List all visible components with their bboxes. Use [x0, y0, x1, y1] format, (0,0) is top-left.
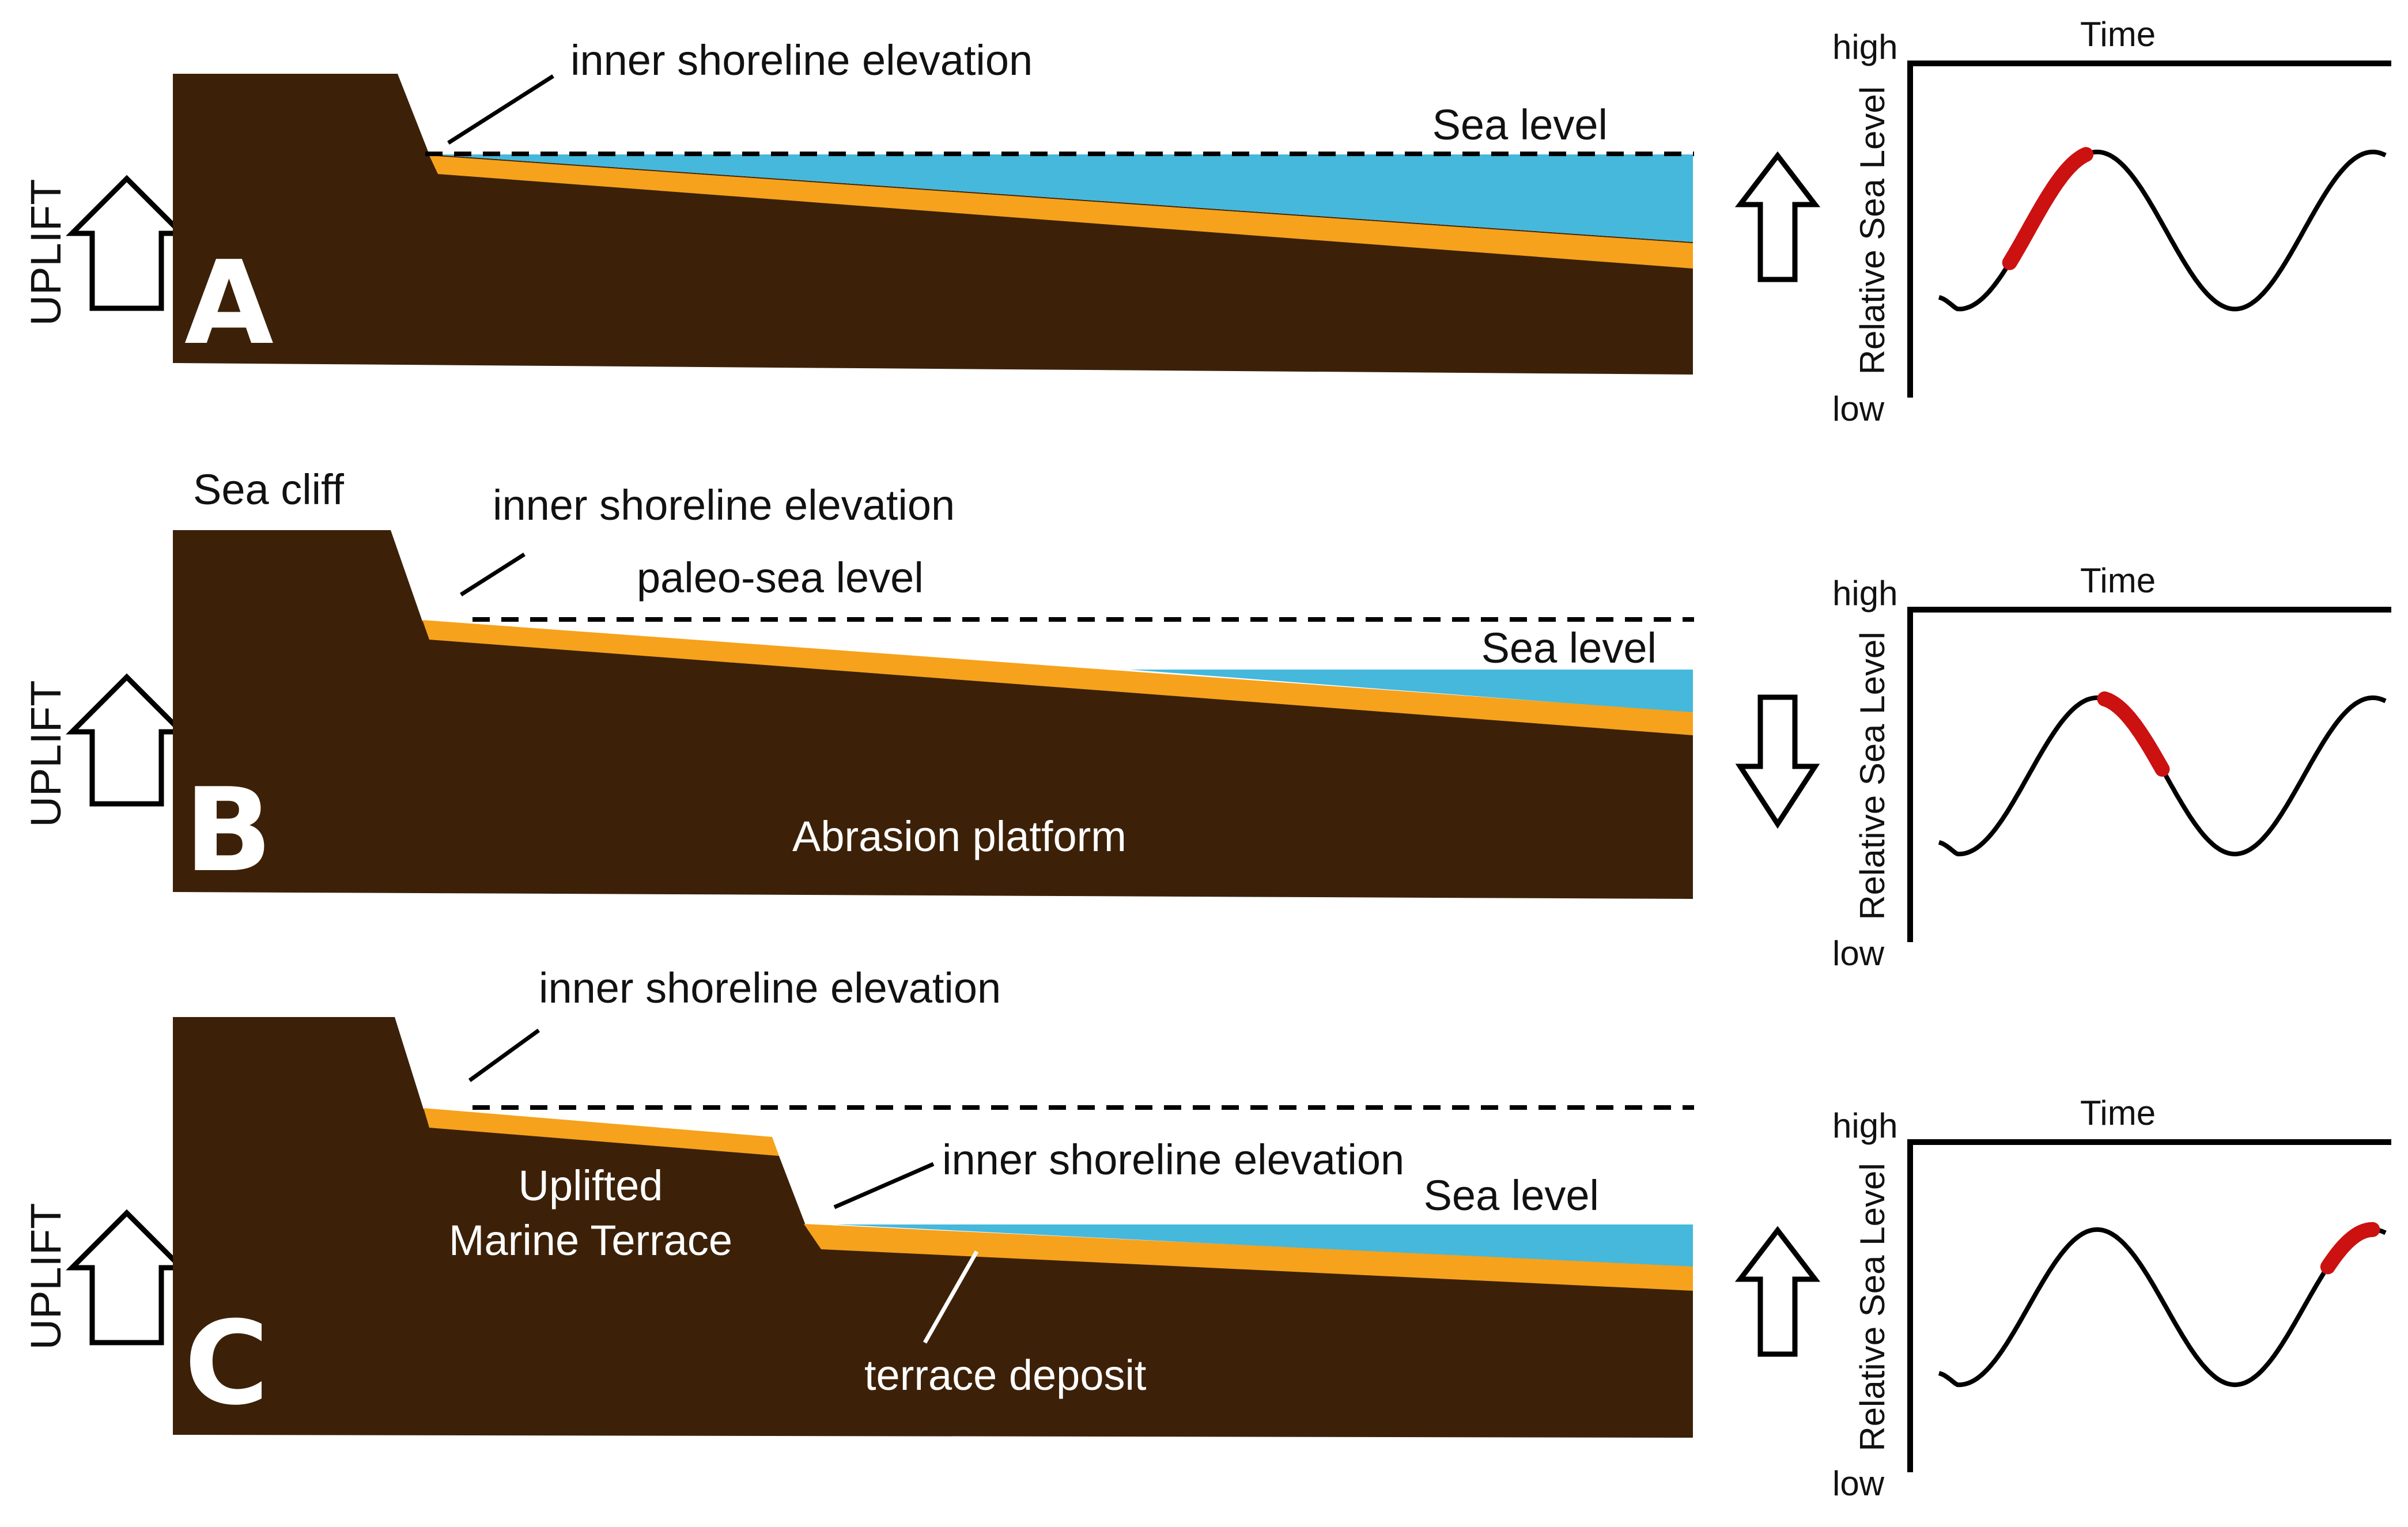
inner-shoreline-label-b: inner shoreline elevation — [493, 481, 955, 529]
sea-level-graph: Time high low Relative Sea Level — [1832, 561, 2391, 973]
sea-level-graph: Time high low Relative Sea Level — [1832, 15, 2391, 428]
uplifted-label-line1-c: Uplifted — [519, 1162, 663, 1209]
graph-high-label: high — [1832, 1106, 1897, 1145]
rock-b — [173, 530, 1693, 899]
current-position-highlight — [2097, 691, 2170, 777]
panel-letter-a: A — [184, 236, 274, 371]
water-b — [1129, 670, 1693, 713]
water-a — [429, 154, 1693, 242]
panel-a: UPLIFT inner shoreline elevation Sea lev… — [22, 36, 1821, 375]
graph-low-label: low — [1832, 390, 1885, 428]
inner-shoreline-lower-label-c: inner shoreline elevation — [942, 1136, 1404, 1184]
graph-time-label: Time — [2080, 1094, 2156, 1132]
graph-axes — [1907, 61, 2391, 398]
abrasion-platform-label-b: Abrasion platform — [792, 812, 1126, 860]
sea-cliff-label-b: Sea cliff — [193, 466, 344, 513]
pointer-arrow-deposit-c — [923, 1250, 979, 1344]
graph-axes — [1907, 1139, 2391, 1472]
up-arrow-icon — [66, 673, 188, 807]
sea-level-graph: Time high low Relative Sea Level — [1832, 1094, 2391, 1503]
rock-a — [173, 74, 1693, 375]
graph-y-axis-label: Relative Sea Level — [1853, 632, 1892, 920]
pointer-arrow-upper-c — [468, 1029, 540, 1082]
graph-y-axis-label: Relative Sea Level — [1853, 1163, 1892, 1451]
pointer-arrow-b — [460, 553, 526, 596]
up-arrow-icon — [1734, 1226, 1821, 1357]
paleo-sea-level-label-b: paleo-sea level — [637, 554, 924, 602]
terrace-deposit-label-c: terrace deposit — [864, 1351, 1147, 1399]
panel-b: UPLIFT Sea cliff inner shoreline elevati… — [22, 466, 1820, 899]
up-arrow-icon — [1734, 151, 1821, 282]
pointer-arrow-a — [447, 74, 554, 145]
up-arrow-icon — [66, 175, 188, 311]
uplift-label: UPLIFT — [22, 1203, 70, 1350]
current-position-highlight — [2320, 1222, 2380, 1275]
sea-level-curve — [1938, 149, 2387, 312]
graph-time-label: Time — [2080, 561, 2156, 600]
graph-y-axis-label: Relative Sea Level — [1853, 86, 1892, 375]
sea-level-label-c: Sea level — [1424, 1171, 1599, 1219]
current-position-highlight — [2002, 147, 2094, 270]
graph-time-label: Time — [2080, 15, 2156, 54]
panel-letter-b: B — [184, 764, 272, 898]
terrace-deposit-a — [429, 156, 1693, 269]
sea-level-curve — [1938, 1227, 2387, 1388]
sea-level-label-a: Sea level — [1432, 101, 1608, 149]
graph-high-label: high — [1832, 574, 1897, 613]
graph-high-label: high — [1832, 28, 1897, 66]
graph-low-label: low — [1832, 1464, 1885, 1503]
uplift-label: UPLIFT — [22, 681, 70, 827]
graph-low-label: low — [1832, 934, 1885, 973]
terrace-upper-c — [424, 1108, 779, 1156]
panel-c: UPLIFT inner shoreline elevation inner s… — [22, 964, 1821, 1438]
uplift-label: UPLIFT — [22, 179, 70, 326]
terrace-deposit-b — [422, 620, 1693, 735]
pointer-arrow-lower-c — [833, 1162, 935, 1209]
sea-level-label-b: Sea level — [1481, 624, 1657, 672]
down-arrow-icon — [1735, 694, 1820, 829]
uplifted-label-line2-c: Marine Terrace — [449, 1216, 732, 1264]
graph-axes — [1907, 607, 2391, 942]
up-arrow-icon — [66, 1209, 188, 1345]
panel-letter-c: C — [184, 1297, 269, 1431]
inner-shoreline-upper-label-c: inner shoreline elevation — [539, 964, 1001, 1012]
terrace-deposit-c — [804, 1224, 1693, 1291]
inner-shoreline-label-a: inner shoreline elevation — [570, 36, 1033, 84]
